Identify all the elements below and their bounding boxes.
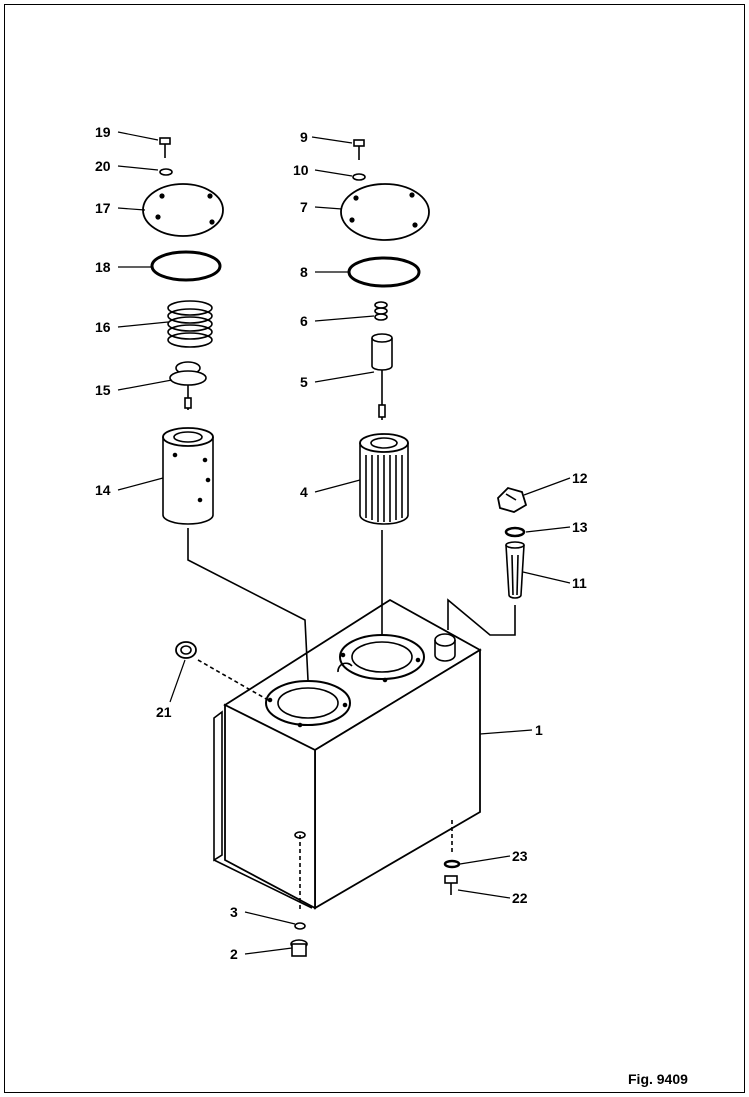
label-22: 22	[512, 890, 528, 906]
cover-plate-7	[340, 183, 430, 241]
strainer-11	[505, 541, 525, 599]
o-ring-13	[504, 526, 526, 538]
o-ring-8	[347, 256, 421, 288]
label-9: 9	[300, 129, 308, 145]
drain-plug-2	[290, 939, 308, 957]
diagram-frame	[4, 4, 745, 1093]
hydraulic-tank	[213, 598, 482, 912]
label-16: 16	[95, 319, 111, 335]
bolt-19	[159, 137, 171, 158]
plug-22	[444, 875, 458, 895]
cap-12	[497, 486, 528, 513]
part-labels: 19 20 17 18 16 15 14 9 10 7 8 6 5 4 12 1…	[95, 124, 588, 962]
label-14: 14	[95, 482, 111, 498]
bolt-9	[353, 139, 365, 160]
breather-21	[175, 641, 197, 659]
leader-lines	[117, 131, 571, 955]
o-ring-3	[294, 922, 306, 930]
washer-10	[352, 173, 366, 181]
assembly-line-right	[447, 598, 516, 636]
label-19: 19	[95, 124, 111, 140]
o-ring-18	[150, 250, 222, 282]
spring-6	[374, 301, 388, 321]
label-12: 12	[572, 470, 588, 486]
bypass-valve-5	[371, 333, 393, 420]
label-18: 18	[95, 259, 111, 275]
label-23: 23	[512, 848, 528, 864]
washer-20	[159, 168, 173, 176]
label-5: 5	[300, 374, 308, 390]
washer-23	[443, 859, 461, 869]
label-4: 4	[300, 484, 308, 500]
label-1: 1	[535, 722, 543, 738]
label-7: 7	[300, 199, 308, 215]
label-8: 8	[300, 264, 308, 280]
label-13: 13	[572, 519, 588, 535]
label-21: 21	[156, 704, 172, 720]
valve-15	[169, 361, 207, 410]
label-6: 6	[300, 313, 308, 329]
assembly-line-left	[187, 528, 309, 681]
filter-element-14	[162, 427, 214, 525]
filter-element-4	[359, 433, 409, 525]
spring-16	[167, 300, 213, 348]
label-2: 2	[230, 946, 238, 962]
label-10: 10	[293, 162, 309, 178]
label-17: 17	[95, 200, 111, 216]
label-15: 15	[95, 382, 111, 398]
cover-plate-17	[142, 183, 224, 237]
label-20: 20	[95, 158, 111, 174]
label-11: 11	[572, 575, 587, 591]
label-3: 3	[230, 904, 238, 920]
figure-caption: Fig. 9409	[628, 1071, 688, 1087]
